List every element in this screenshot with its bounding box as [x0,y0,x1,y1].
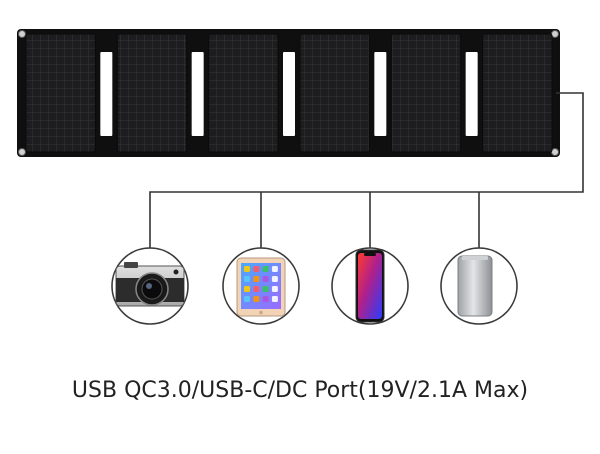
solar-panel [17,29,560,157]
app-icon [271,296,278,302]
solar-cell-panel [208,33,279,153]
main-cable [149,92,584,248]
camera-icon [115,262,185,307]
app-icon [244,266,250,272]
app-icon [253,286,260,292]
app-icon [262,276,269,282]
cable-harness [149,92,584,248]
caption: USB QC3.0/USB-C/DC Port(19V/2.1A Max) [72,378,528,403]
handle-slot [100,52,113,136]
app-icon [253,296,260,302]
solar-cell-panel [25,33,96,153]
app-icon [244,276,250,282]
handle-slot [283,52,295,136]
handle-slot [191,52,204,136]
app-icon [262,266,269,272]
app-icon [271,286,278,292]
app-icon [244,286,250,292]
grommet-icon [551,148,559,156]
solar-cell-panel [299,33,370,153]
tablet-icon [236,257,286,317]
grommet-icon [551,30,559,38]
app-icon [253,266,260,272]
handle-slot [465,52,478,136]
solar-cell-panel [116,33,188,153]
smartphone-icon [355,249,385,323]
handle-slot [374,52,387,136]
app-icon [271,276,278,282]
solar-cell-panel [482,33,553,153]
grommet-icon [18,30,26,38]
app-icon [253,276,260,282]
power-bank-icon [457,255,493,317]
app-icon [262,296,269,302]
app-icon [262,286,269,292]
app-icon [271,266,278,272]
app-icon [244,296,250,302]
grommet-icon [18,148,26,156]
solar-cell-panel [390,33,462,153]
